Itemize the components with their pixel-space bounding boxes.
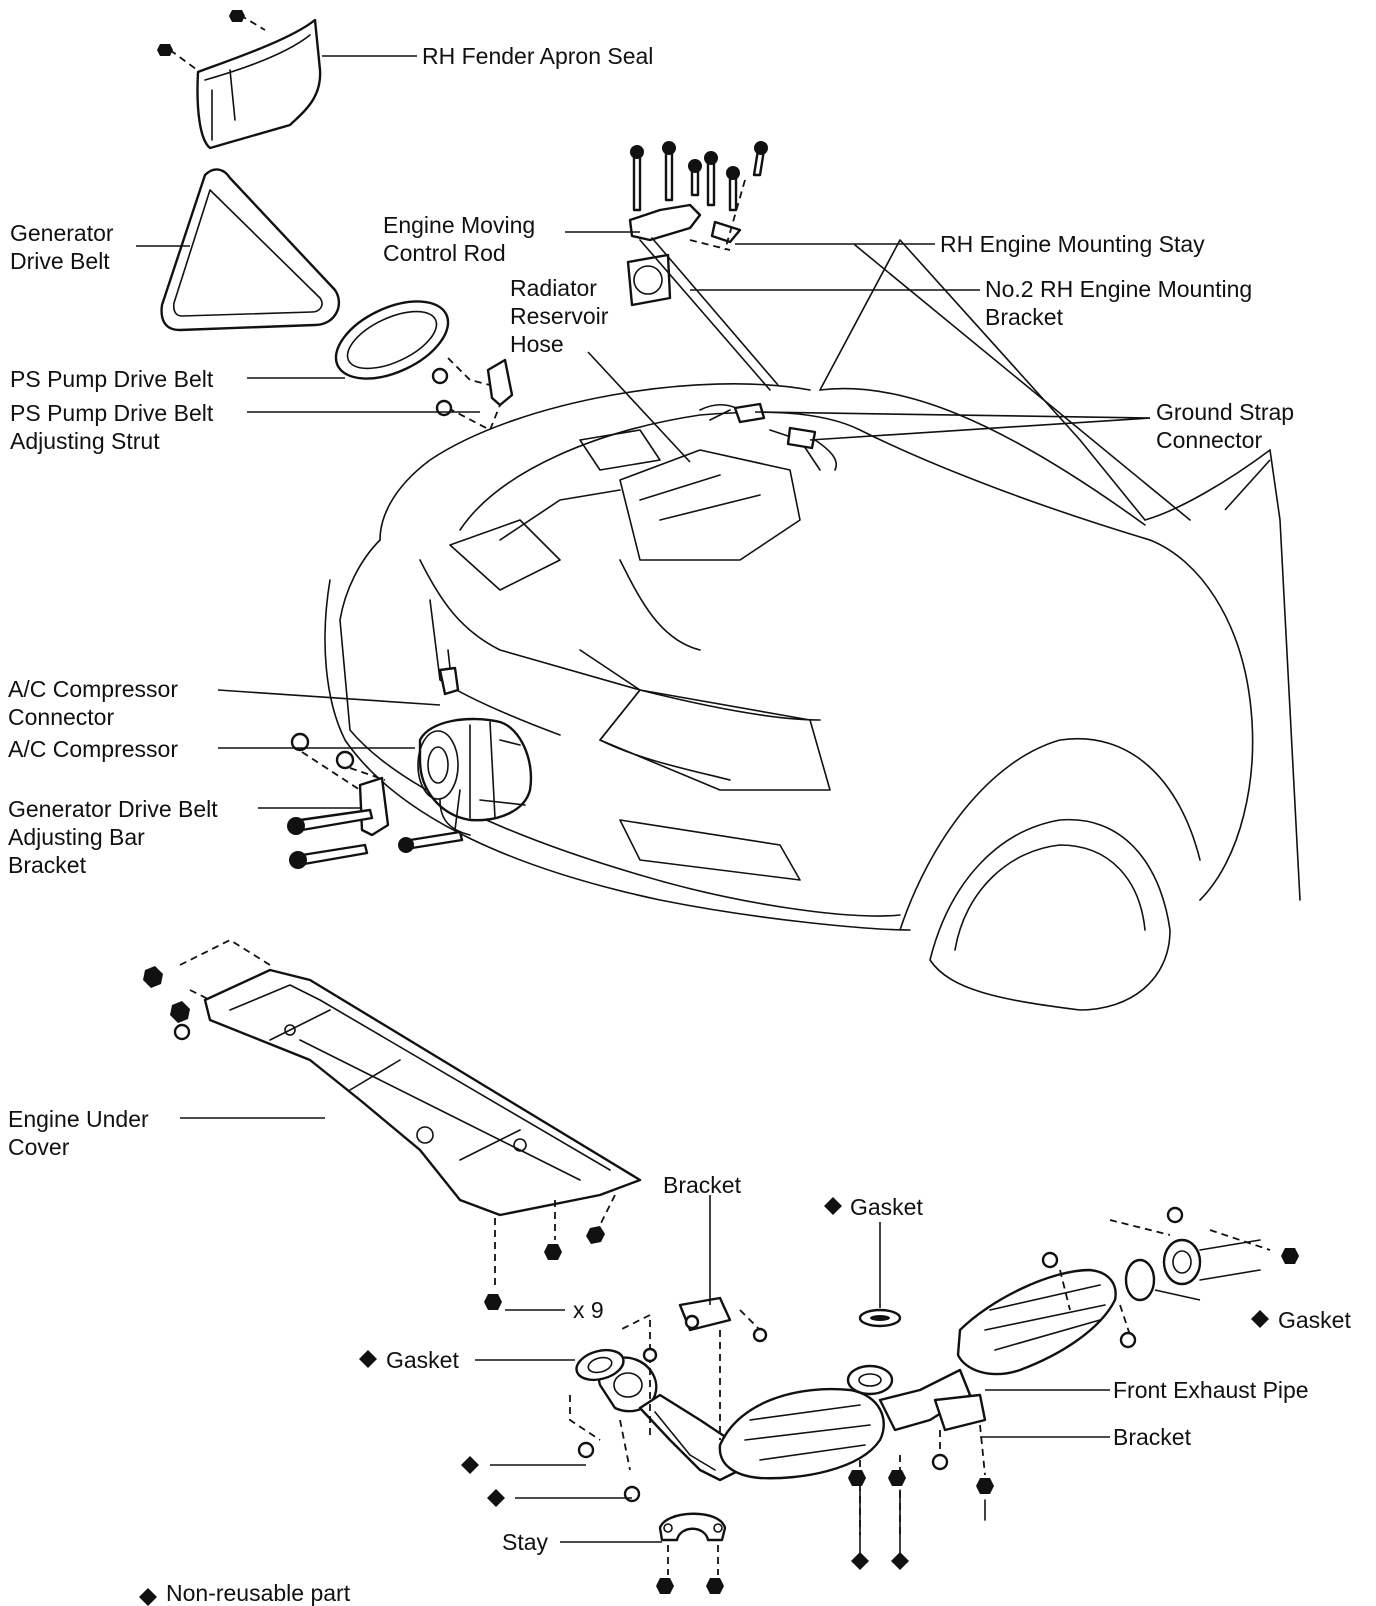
- label-engine-under-cover-line2: Cover: [8, 1134, 70, 1160]
- generator-drive-belt-part: [160, 168, 341, 332]
- label-generator-drive-belt-adjusting-bar-bracket-line2: Adjusting Bar: [8, 824, 145, 850]
- label-gasket-top: Gasket: [850, 1194, 923, 1220]
- label-radiator-reservoir-hose-line2: Reservoir: [510, 303, 609, 329]
- label-radiator-reservoir-hose-line1: Radiator: [510, 275, 597, 301]
- label-rh-fender-apron-seal: RH Fender Apron Seal: [422, 43, 653, 69]
- label-ac-compressor-connector-line2: Connector: [8, 704, 114, 730]
- label-radiator-reservoir-hose-line3: Hose: [510, 331, 564, 357]
- label-x9: x 9: [573, 1297, 604, 1323]
- label-ps-pump-drive-belt-adjusting-strut-line1: PS Pump Drive Belt: [10, 400, 214, 426]
- label-generator-drive-belt-adjusting-bar-bracket-line3: Bracket: [8, 852, 87, 878]
- generator-drive-belt-adjusting-bar-bracket-part: [287, 732, 464, 869]
- label-engine-under-cover-line1: Engine Under: [8, 1106, 149, 1132]
- leader-lines: [136, 55, 1271, 1543]
- black-diamond-icon: [139, 1197, 1269, 1606]
- label-ac-compressor: A/C Compressor: [8, 736, 178, 762]
- label-generator-drive-belt-line2: Drive Belt: [10, 248, 110, 274]
- front-exhaust-pipe-part: [597, 1206, 1299, 1482]
- label-gasket-left: Gasket: [386, 1347, 459, 1373]
- ac-compressor-part: [417, 649, 533, 836]
- ps-pump-drive-belt-adjusting-strut-part: [431, 357, 514, 432]
- label-gasket-right: Gasket: [1278, 1307, 1351, 1333]
- label-generator-drive-belt-line1: Generator: [10, 220, 114, 246]
- engine-mounting-parts: [626, 141, 779, 391]
- label-ground-strap-connector-line2: Connector: [1156, 427, 1262, 453]
- label-ps-pump-drive-belt: PS Pump Drive Belt: [10, 366, 214, 392]
- ps-pump-drive-belt-part: [334, 300, 450, 380]
- label-rh-engine-mounting-stay: RH Engine Mounting Stay: [940, 231, 1205, 257]
- label-no2-rh-engine-mounting-bracket-line1: No.2 RH Engine Mounting: [985, 276, 1252, 302]
- engine-under-cover-part: [143, 938, 642, 1310]
- label-bracket-right: Bracket: [1113, 1424, 1192, 1450]
- label-generator-drive-belt-adjusting-bar-bracket-line1: Generator Drive Belt: [8, 796, 218, 822]
- exhaust-hardware: [569, 1296, 994, 1594]
- label-engine-moving-control-rod-line1: Engine Moving: [383, 212, 535, 238]
- ground-strap-connector-part: [709, 402, 837, 471]
- rh-fender-apron-seal-part: [157, 10, 322, 150]
- label-stay: Stay: [502, 1529, 549, 1555]
- label-no2-rh-engine-mounting-bracket-line2: Bracket: [985, 304, 1064, 330]
- label-ps-pump-drive-belt-adjusting-strut-line2: Adjusting Strut: [10, 428, 160, 454]
- label-ac-compressor-connector-line1: A/C Compressor: [8, 676, 178, 702]
- label-ground-strap-connector-line1: Ground Strap: [1156, 399, 1294, 425]
- vehicle-front-outline: [324, 239, 1301, 1011]
- label-legend-non-reusable-part: Non-reusable part: [166, 1580, 351, 1606]
- label-bracket-top: Bracket: [663, 1172, 742, 1198]
- label-front-exhaust-pipe: Front Exhaust Pipe: [1113, 1377, 1309, 1403]
- label-engine-moving-control-rod-line2: Control Rod: [383, 240, 506, 266]
